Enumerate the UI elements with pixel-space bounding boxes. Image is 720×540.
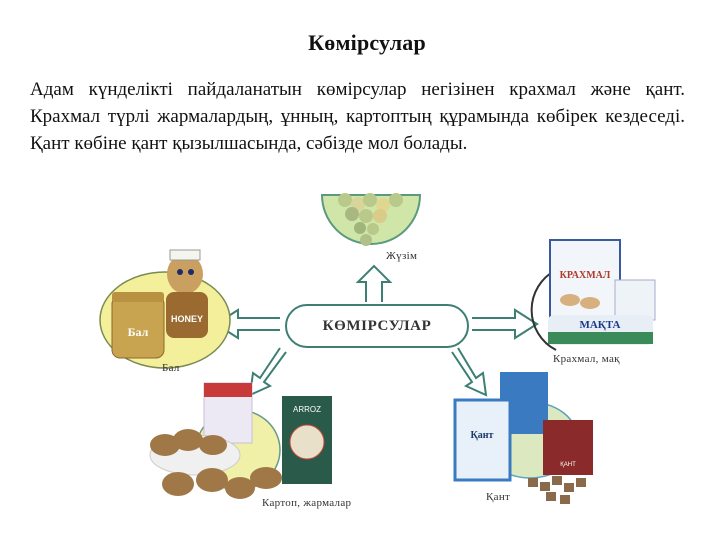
svg-text:Қант: Қант <box>471 430 494 441</box>
sugar-image: Қант ҚАНТ <box>453 372 593 504</box>
honey-jar-text: Бал <box>128 325 149 339</box>
potatoes-grains-image: ARROZ <box>149 382 332 499</box>
label-sugar: Қант <box>486 491 511 503</box>
label-honey: Бал <box>162 362 180 374</box>
honey-image: Бал HONEY <box>99 249 231 369</box>
grapes-image <box>320 193 422 246</box>
body-paragraph: Адам күнделікті пайдаланатын көмірсулар … <box>30 79 685 154</box>
center-label-box: КӨМІРСУЛАР <box>285 304 469 348</box>
label-potatoes-grains: Картоп, жармалар <box>262 497 352 509</box>
label-starch: Крахмал, мақ <box>553 353 620 365</box>
label-grapes: Жүзім <box>386 250 418 262</box>
svg-text:МАҚТА: МАҚТА <box>579 319 620 331</box>
svg-text:HONEY: HONEY <box>171 314 203 324</box>
starch-image: КРАХМАЛ МАҚТА <box>530 239 656 351</box>
svg-text:ARROZ: ARROZ <box>293 405 321 414</box>
svg-text:КРАХМАЛ: КРАХМАЛ <box>560 270 611 281</box>
page-title: Көмірсулар <box>308 30 426 55</box>
svg-text:ҚАНТ: ҚАНТ <box>560 462 576 468</box>
